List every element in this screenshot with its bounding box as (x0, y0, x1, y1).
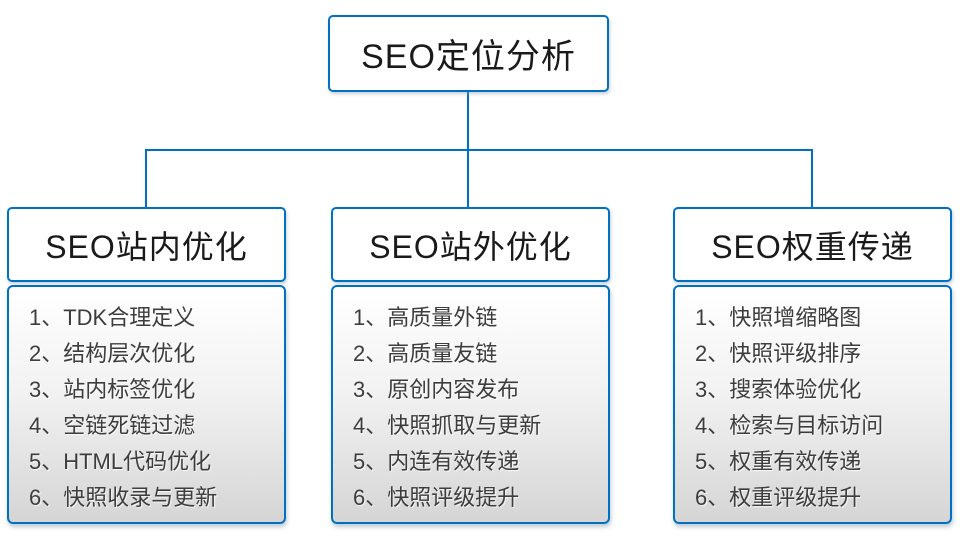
connector-horizontal-bar (145, 149, 813, 151)
header-label: SEO站外优化 (369, 228, 572, 265)
list-item: 6、快照评级提升 (353, 485, 520, 510)
header-node-offsite-optimization: SEO站外优化 (331, 207, 610, 282)
list-item: 5、权重有效传递 (695, 449, 862, 474)
list-item: 6、快照收录与更新 (29, 485, 218, 510)
connector-root-stem (467, 92, 469, 150)
list-box-onsite-optimization: 1、TDK合理定义 2、结构层次优化 3、站内标签优化 4、空链死链过滤 5、H… (7, 285, 286, 524)
connector-drop-middle (467, 149, 469, 208)
list-box-weight-transfer: 1、快照增缩略图 2、快照评级排序 3、搜索体验优化 4、检索与目标访问 5、权… (673, 285, 952, 524)
connector-drop-right (811, 149, 813, 208)
list-item: 2、高质量友链 (353, 341, 498, 366)
header-label: SEO权重传递 (711, 228, 914, 265)
list-item: 1、高质量外链 (353, 305, 498, 330)
list-item: 1、快照增缩略图 (695, 305, 862, 330)
list-item: 2、快照评级排序 (695, 341, 862, 366)
list-item: 4、快照抓取与更新 (353, 413, 542, 438)
list-item: 1、TDK合理定义 (29, 305, 196, 330)
root-node-seo-positioning-analysis: SEO定位分析 (328, 15, 609, 92)
list-item: 6、权重评级提升 (695, 485, 862, 510)
list-item: 3、搜索体验优化 (695, 377, 862, 402)
list-item: 5、HTML代码优化 (29, 449, 212, 474)
list-item: 4、空链死链过滤 (29, 413, 196, 438)
list-item: 3、站内标签优化 (29, 377, 196, 402)
header-label: SEO站内优化 (45, 228, 248, 265)
header-node-onsite-optimization: SEO站内优化 (7, 207, 286, 282)
root-node-label: SEO定位分析 (361, 38, 576, 76)
list-item: 5、内连有效传递 (353, 449, 520, 474)
connector-drop-left (145, 149, 147, 208)
header-node-weight-transfer: SEO权重传递 (673, 207, 952, 282)
list-item: 2、结构层次优化 (29, 341, 196, 366)
list-item: 3、原创内容发布 (353, 377, 520, 402)
list-item: 4、检索与目标访问 (695, 413, 884, 438)
list-box-offsite-optimization: 1、高质量外链 2、高质量友链 3、原创内容发布 4、快照抓取与更新 5、内连有… (331, 285, 610, 524)
